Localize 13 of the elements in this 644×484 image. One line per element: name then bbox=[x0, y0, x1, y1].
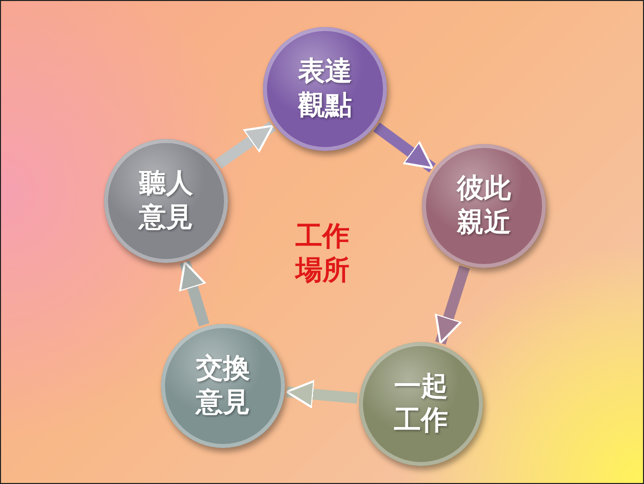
circle-node bbox=[422, 144, 546, 268]
node-label: 表達觀點 bbox=[297, 55, 353, 123]
node-label: 交換意見 bbox=[195, 352, 251, 420]
circle-node bbox=[263, 27, 387, 151]
block-arrow bbox=[373, 122, 436, 172]
node-label: 彼此親近 bbox=[456, 172, 512, 240]
block-arrow bbox=[286, 380, 358, 408]
block-arrow bbox=[178, 260, 210, 326]
node-label: 聽人意見 bbox=[138, 167, 194, 235]
block-arrow bbox=[434, 265, 470, 345]
block-arrow bbox=[215, 121, 276, 169]
node-label: 一起工作 bbox=[393, 370, 449, 438]
center-label: 工作場所 bbox=[295, 220, 350, 288]
